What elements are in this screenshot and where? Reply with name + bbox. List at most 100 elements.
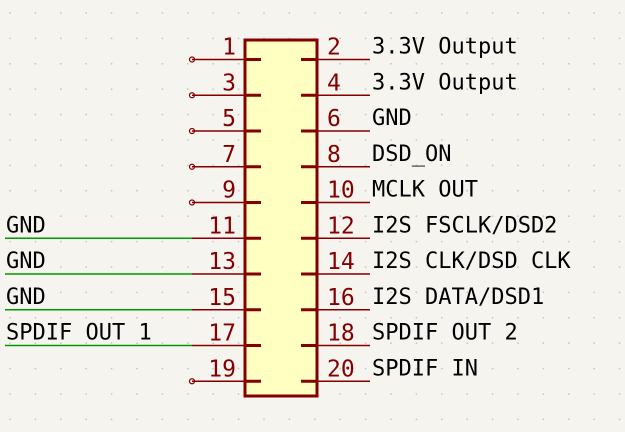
grid-dot [466, 62, 469, 65]
grid-dot [567, 393, 570, 395]
grid-dot [567, 164, 570, 167]
grid-dot [542, 62, 545, 65]
grid-dot [593, 240, 596, 243]
grid-dot [34, 215, 37, 218]
grid-dot [59, 367, 62, 370]
grid-dot [364, 37, 367, 40]
grid-dot [618, 291, 621, 294]
grid-dot [517, 12, 519, 14]
grid-dot [85, 367, 88, 370]
grid-dot [567, 139, 570, 141]
grid-dot [85, 189, 88, 192]
grid-dot [415, 291, 418, 294]
grid-dot [339, 367, 342, 370]
grid-dot [618, 88, 621, 91]
grid-dot [136, 62, 138, 65]
grid-dot [161, 266, 164, 268]
grid-dot [34, 113, 37, 116]
grid-dot [136, 113, 138, 116]
grid-dot [440, 37, 443, 40]
grid-dot [415, 139, 418, 141]
grid-dot [186, 266, 189, 268]
grid-dot [415, 342, 418, 345]
grid-dot [390, 12, 392, 14]
grid-dot [85, 266, 88, 268]
unconnected-pin-marker [188, 127, 196, 135]
grid-dot [161, 37, 164, 40]
grid-dot [34, 393, 37, 395]
grid-dot [237, 113, 240, 116]
grid-dot [9, 266, 11, 268]
grid-dot [59, 418, 62, 421]
grid-dot [491, 62, 494, 65]
grid-dot [186, 12, 189, 14]
grid-dot [542, 316, 545, 319]
grid-dot [59, 215, 62, 218]
grid-dot [440, 393, 443, 395]
pin-number: 16 [327, 285, 355, 311]
grid-dot [542, 164, 545, 167]
grid-dot [212, 418, 215, 421]
grid-dot [34, 418, 37, 421]
grid-dot [491, 189, 494, 192]
grid-dot [491, 37, 494, 40]
grid-dot [161, 12, 164, 14]
grid-dot [415, 418, 418, 421]
grid-dot [593, 266, 596, 268]
grid-dot [85, 215, 88, 218]
grid-dot [186, 418, 189, 421]
grid-dot [136, 37, 138, 40]
grid-dot [186, 240, 189, 243]
grid-dot [567, 291, 570, 294]
grid-dot [517, 215, 519, 218]
pin-number: 18 [327, 321, 355, 347]
grid-dot [567, 418, 570, 421]
grid-dot [364, 164, 367, 167]
grid-dot [34, 164, 37, 167]
grid-dot [237, 37, 240, 40]
grid-dot [136, 291, 138, 294]
grid-dot [339, 113, 342, 116]
grid-dot [85, 37, 88, 40]
grid-dot [415, 367, 418, 370]
grid-dot [136, 393, 138, 395]
grid-dot [364, 12, 367, 14]
grid-dot [34, 12, 37, 14]
grid-dot [567, 189, 570, 192]
grid-dot [491, 12, 494, 14]
grid-dot [618, 62, 621, 65]
grid-dot [339, 88, 342, 91]
grid-dot [237, 342, 240, 345]
grid-dot [212, 342, 215, 345]
grid-dot [9, 164, 11, 167]
grid-dot [415, 316, 418, 319]
grid-dot [618, 240, 621, 243]
grid-dots [9, 12, 621, 421]
grid-dot [59, 139, 62, 141]
pin-number: 20 [327, 356, 355, 382]
grid-dot [136, 316, 138, 319]
grid-dot [85, 139, 88, 141]
grid-dot [212, 240, 215, 243]
grid-dot [110, 189, 113, 192]
grid-dot [567, 113, 570, 116]
grid-dot [59, 88, 62, 91]
grid-dot [618, 12, 621, 14]
pin-label: I2S DATA/DSD1 [372, 285, 544, 310]
grid-dot [364, 266, 367, 268]
grid-dot [364, 240, 367, 243]
grid-dot [415, 37, 418, 40]
grid-dot [618, 342, 621, 345]
pin-label: GND [372, 106, 412, 131]
grid-dot [186, 189, 189, 192]
grid-dot [491, 342, 494, 345]
grid-dot [59, 240, 62, 243]
grid-dot [110, 266, 113, 268]
grid-dot [85, 316, 88, 319]
grid-dot [364, 367, 367, 370]
grid-dot [161, 240, 164, 243]
grid-dot [390, 393, 392, 395]
grid-dot [161, 164, 164, 167]
